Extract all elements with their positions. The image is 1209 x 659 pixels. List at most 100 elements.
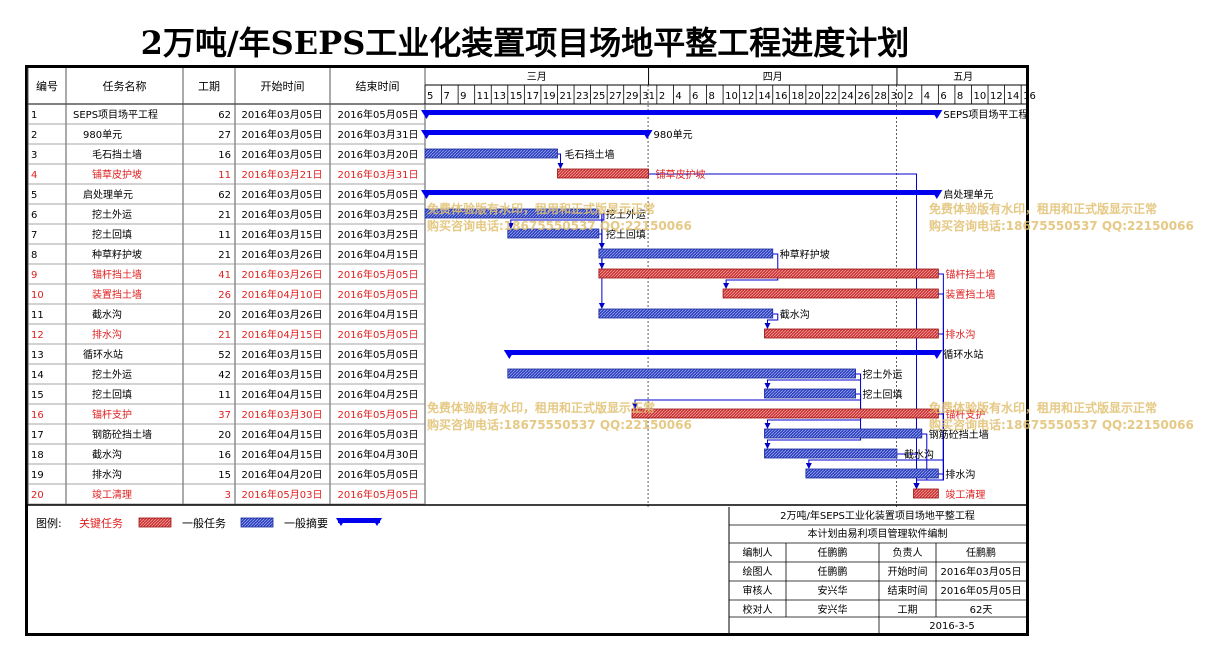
day-tick-label: 16 <box>1023 91 1036 102</box>
bar-label: 种草籽护坡 <box>780 248 830 261</box>
task-end: 2016年05月05日 <box>338 408 419 421</box>
info-cell: 2016年03月05日 <box>941 565 1022 578</box>
task-name: 排水沟 <box>92 468 122 481</box>
info-cell: 开始时间 <box>888 565 928 578</box>
watermark-line2: 购买咨询电话:18675550537 QQ:22150066 <box>427 417 692 432</box>
task-start: 2016年03月15日 <box>242 228 323 241</box>
task-end: 2016年04月25日 <box>338 368 419 381</box>
month-label: 四月 <box>763 71 783 83</box>
legend-normal-label: 一般任务 <box>182 517 226 530</box>
day-tick-label: 30 <box>891 91 904 102</box>
day-tick-label: 6 <box>940 91 946 102</box>
day-tick-label: 2 <box>907 91 913 102</box>
bar-label: 启处理单元 <box>943 188 993 201</box>
day-tick-label: 31 <box>642 91 655 102</box>
task-end: 2016年04月15日 <box>338 248 419 261</box>
day-tick-label: 17 <box>526 91 539 102</box>
task-id: 7 <box>31 230 37 241</box>
bar-label: 挖土回填 <box>606 228 646 241</box>
task-start: 2016年04月15日 <box>242 428 323 441</box>
task-duration: 41 <box>218 270 231 281</box>
day-tick-label: 4 <box>675 91 681 102</box>
legend-critical-swatch <box>138 517 172 528</box>
task-id: 18 <box>31 450 44 461</box>
gantt-frame <box>25 65 1029 636</box>
summary-start-cap <box>421 130 432 139</box>
task-start: 2016年03月21日 <box>242 168 323 181</box>
task-end: 2016年03月31日 <box>338 168 419 181</box>
task-start: 2016年03月05日 <box>242 148 323 161</box>
task-name: SEPS项目场平工程 <box>73 108 158 121</box>
legend-summary-swatch <box>338 518 380 523</box>
task-id: 12 <box>31 330 44 341</box>
task-id: 17 <box>31 430 44 441</box>
task-duration: 52 <box>218 350 231 361</box>
info-cell: 工期 <box>898 604 918 616</box>
info-date: 2016-3-5 <box>929 621 974 632</box>
task-name: 挖土外运 <box>92 368 132 381</box>
task-id: 6 <box>31 210 37 221</box>
task-start: 2016年03月15日 <box>242 368 323 381</box>
bar-label: 挖土外运 <box>863 368 903 381</box>
task-name: 竣工清理 <box>92 488 132 501</box>
task-id: 5 <box>31 190 37 201</box>
day-tick-label: 4 <box>924 91 930 102</box>
day-tick-label: 2 <box>659 91 665 102</box>
task-end: 2016年03月25日 <box>338 228 419 241</box>
dependency-link <box>764 393 862 449</box>
task-name: 启处理单元 <box>83 188 133 201</box>
day-tick-label: 8 <box>709 91 715 102</box>
task-end: 2016年03月20日 <box>338 148 419 161</box>
summary-start-cap <box>421 110 432 119</box>
column-header-start: 开始时间 <box>261 79 305 93</box>
watermark-line1: 免费体验版有水印，租用和正式版显示正常 <box>929 400 1157 415</box>
task-duration: 20 <box>218 430 231 441</box>
info-cell: 校对人 <box>743 603 773 616</box>
task-duration: 3 <box>225 490 231 501</box>
task-duration: 62 <box>218 190 231 201</box>
task-start: 2016年03月15日 <box>242 348 323 361</box>
dependency-link <box>557 153 564 169</box>
info-cell: 审核人 <box>743 584 773 597</box>
task-start: 2016年04月10日 <box>242 288 323 301</box>
bar-label: SEPS项目场平工程 <box>943 108 1028 121</box>
bar-label: 锚杆支护 <box>945 408 985 421</box>
task-name: 挖土外运 <box>92 208 132 221</box>
task-end: 2016年05月03日 <box>338 428 419 441</box>
task-end: 2016年05月05日 <box>338 488 419 501</box>
bar-label: 装置挡土墙 <box>945 288 995 301</box>
bar-label: 挖土外运 <box>606 208 646 221</box>
task-id: 19 <box>31 470 44 481</box>
info-cell: 安兴华 <box>818 603 848 616</box>
info-cell: 编制人 <box>743 546 773 559</box>
task-start: 2016年03月05日 <box>242 128 323 141</box>
normal-task-bar <box>507 368 856 379</box>
task-duration: 21 <box>218 210 231 221</box>
task-name: 锚杆支护 <box>92 408 132 421</box>
bar-label: 排水沟 <box>945 468 975 481</box>
critical-task-bar <box>557 168 649 179</box>
day-tick-label: 21 <box>559 91 572 102</box>
task-id: 4 <box>31 170 37 181</box>
task-duration: 37 <box>218 410 231 421</box>
task-duration: 21 <box>218 330 231 341</box>
task-name: 挖土回填 <box>92 228 132 241</box>
watermark-line2: 购买咨询电话:18675550537 QQ:22150066 <box>929 218 1194 233</box>
task-duration: 62 <box>218 110 231 121</box>
critical-task-bar <box>722 288 939 299</box>
task-duration: 11 <box>218 230 231 241</box>
task-end: 2016年03月31日 <box>338 128 419 141</box>
task-start: 2016年04月15日 <box>242 448 323 461</box>
summary-bar <box>425 130 649 135</box>
task-id: 16 <box>31 410 44 421</box>
task-start: 2016年05月03日 <box>242 488 323 501</box>
bar-label: 截水沟 <box>780 308 810 321</box>
info-cell: 负责人 <box>893 546 923 559</box>
task-name: 钢筋砼挡土墙 <box>92 428 152 441</box>
task-duration: 16 <box>218 450 231 461</box>
watermark-line1: 免费体验版有水印，租用和正式版显示正常 <box>427 201 655 216</box>
day-tick-label: 6 <box>692 91 698 102</box>
task-start: 2016年03月26日 <box>242 248 323 261</box>
day-tick-label: 11 <box>477 91 490 102</box>
summary-start-cap <box>503 350 515 359</box>
